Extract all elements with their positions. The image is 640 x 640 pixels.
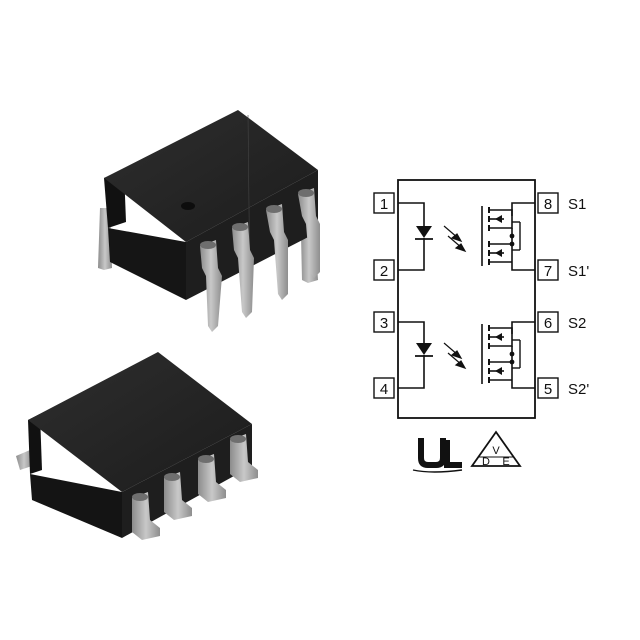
pin-label: S2' [568,381,589,398]
led-icon [398,321,467,389]
vde-letter-d: D [482,456,490,468]
pin-number: 1 [380,196,388,213]
pin-number: 7 [544,263,552,280]
vde-letter-e: E [502,456,509,468]
pin-number: 5 [544,381,552,398]
pin-7: 7 S1' [537,259,589,281]
vde-letter-v: V [492,445,500,457]
led-icon [398,202,467,271]
pin-3: 3 [373,311,395,333]
pin-2: 2 [373,259,395,281]
pin-8: 8 S1 [537,192,586,214]
schematic-outline [397,179,536,419]
pin-5: 5 S2' [537,377,589,399]
pin-1: 1 [373,192,395,214]
pin-label: S1 [568,196,586,213]
schematic: 1 2 3 4 8 S1 7 S1' 6 S2 [373,179,589,419]
mosfet-icon [481,321,535,389]
pin-6: 6 S2 [537,311,586,333]
ul-mark-icon [412,438,463,473]
mosfet-icon [481,202,535,271]
pin-number: 6 [544,315,552,332]
pin-label: S2 [568,315,586,332]
pin-number: 4 [380,381,388,398]
pin-label: S1' [568,263,589,280]
pin-number: 2 [380,263,388,280]
vde-mark-icon: D V E [470,430,522,468]
smd8-package-icon [16,352,258,540]
pin-4: 4 [373,377,395,399]
pin-number: 3 [380,315,388,332]
dip8-package-icon [98,110,320,332]
pin-number: 8 [544,196,552,213]
